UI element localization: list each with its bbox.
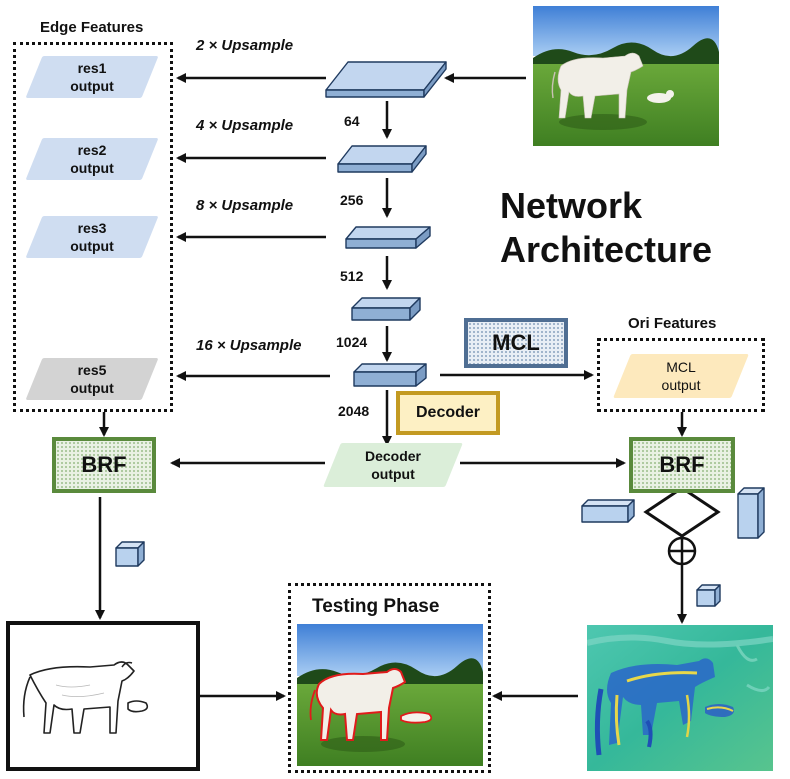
testing-phase-box <box>288 583 491 773</box>
brf-block-right: BRF <box>629 437 735 493</box>
backbone-stage-2 <box>337 145 427 173</box>
channel-256-label: 256 <box>340 192 364 208</box>
upsample-8x-label: 8 × Upsample <box>196 197 294 214</box>
decoder-block: Decoder <box>396 391 500 435</box>
sum-operator <box>667 536 697 566</box>
upsample-2x-label: 2 × Upsample <box>196 37 294 54</box>
ori-features-box <box>597 338 765 412</box>
feature-tall-block <box>737 487 765 539</box>
backbone-stage-4 <box>351 297 421 321</box>
edge-features-label: Edge Features <box>40 19 144 36</box>
channel-64-label: 64 <box>344 113 360 129</box>
feature-slab-right <box>581 499 635 523</box>
channel-512-label: 512 <box>340 268 364 284</box>
upsample-16x-label: 16 × Upsample <box>196 337 302 354</box>
backbone-stage-1 <box>325 61 447 98</box>
backbone-stage-5 <box>353 363 427 387</box>
diagram-title: Network Architecture <box>500 185 713 270</box>
input-image <box>533 6 719 146</box>
feature-cube-right <box>696 584 721 607</box>
testing-phase-label: Testing Phase <box>312 596 440 617</box>
channel-1024-label: 1024 <box>336 334 368 350</box>
orientation-map-image <box>587 625 773 771</box>
fusion-diamond <box>643 486 721 538</box>
channel-2048-label: 2048 <box>338 403 370 419</box>
edge-map-image <box>6 621 200 771</box>
feature-cube-left <box>115 541 145 567</box>
backbone-stage-3 <box>345 226 431 249</box>
brf-block-left: BRF <box>52 437 156 493</box>
result-image <box>297 624 483 766</box>
mcl-block: MCL <box>464 318 568 368</box>
upsample-4x-label: 4 × Upsample <box>196 117 294 134</box>
edge-features-box <box>13 42 173 412</box>
ori-features-label: Ori Features <box>628 315 717 332</box>
